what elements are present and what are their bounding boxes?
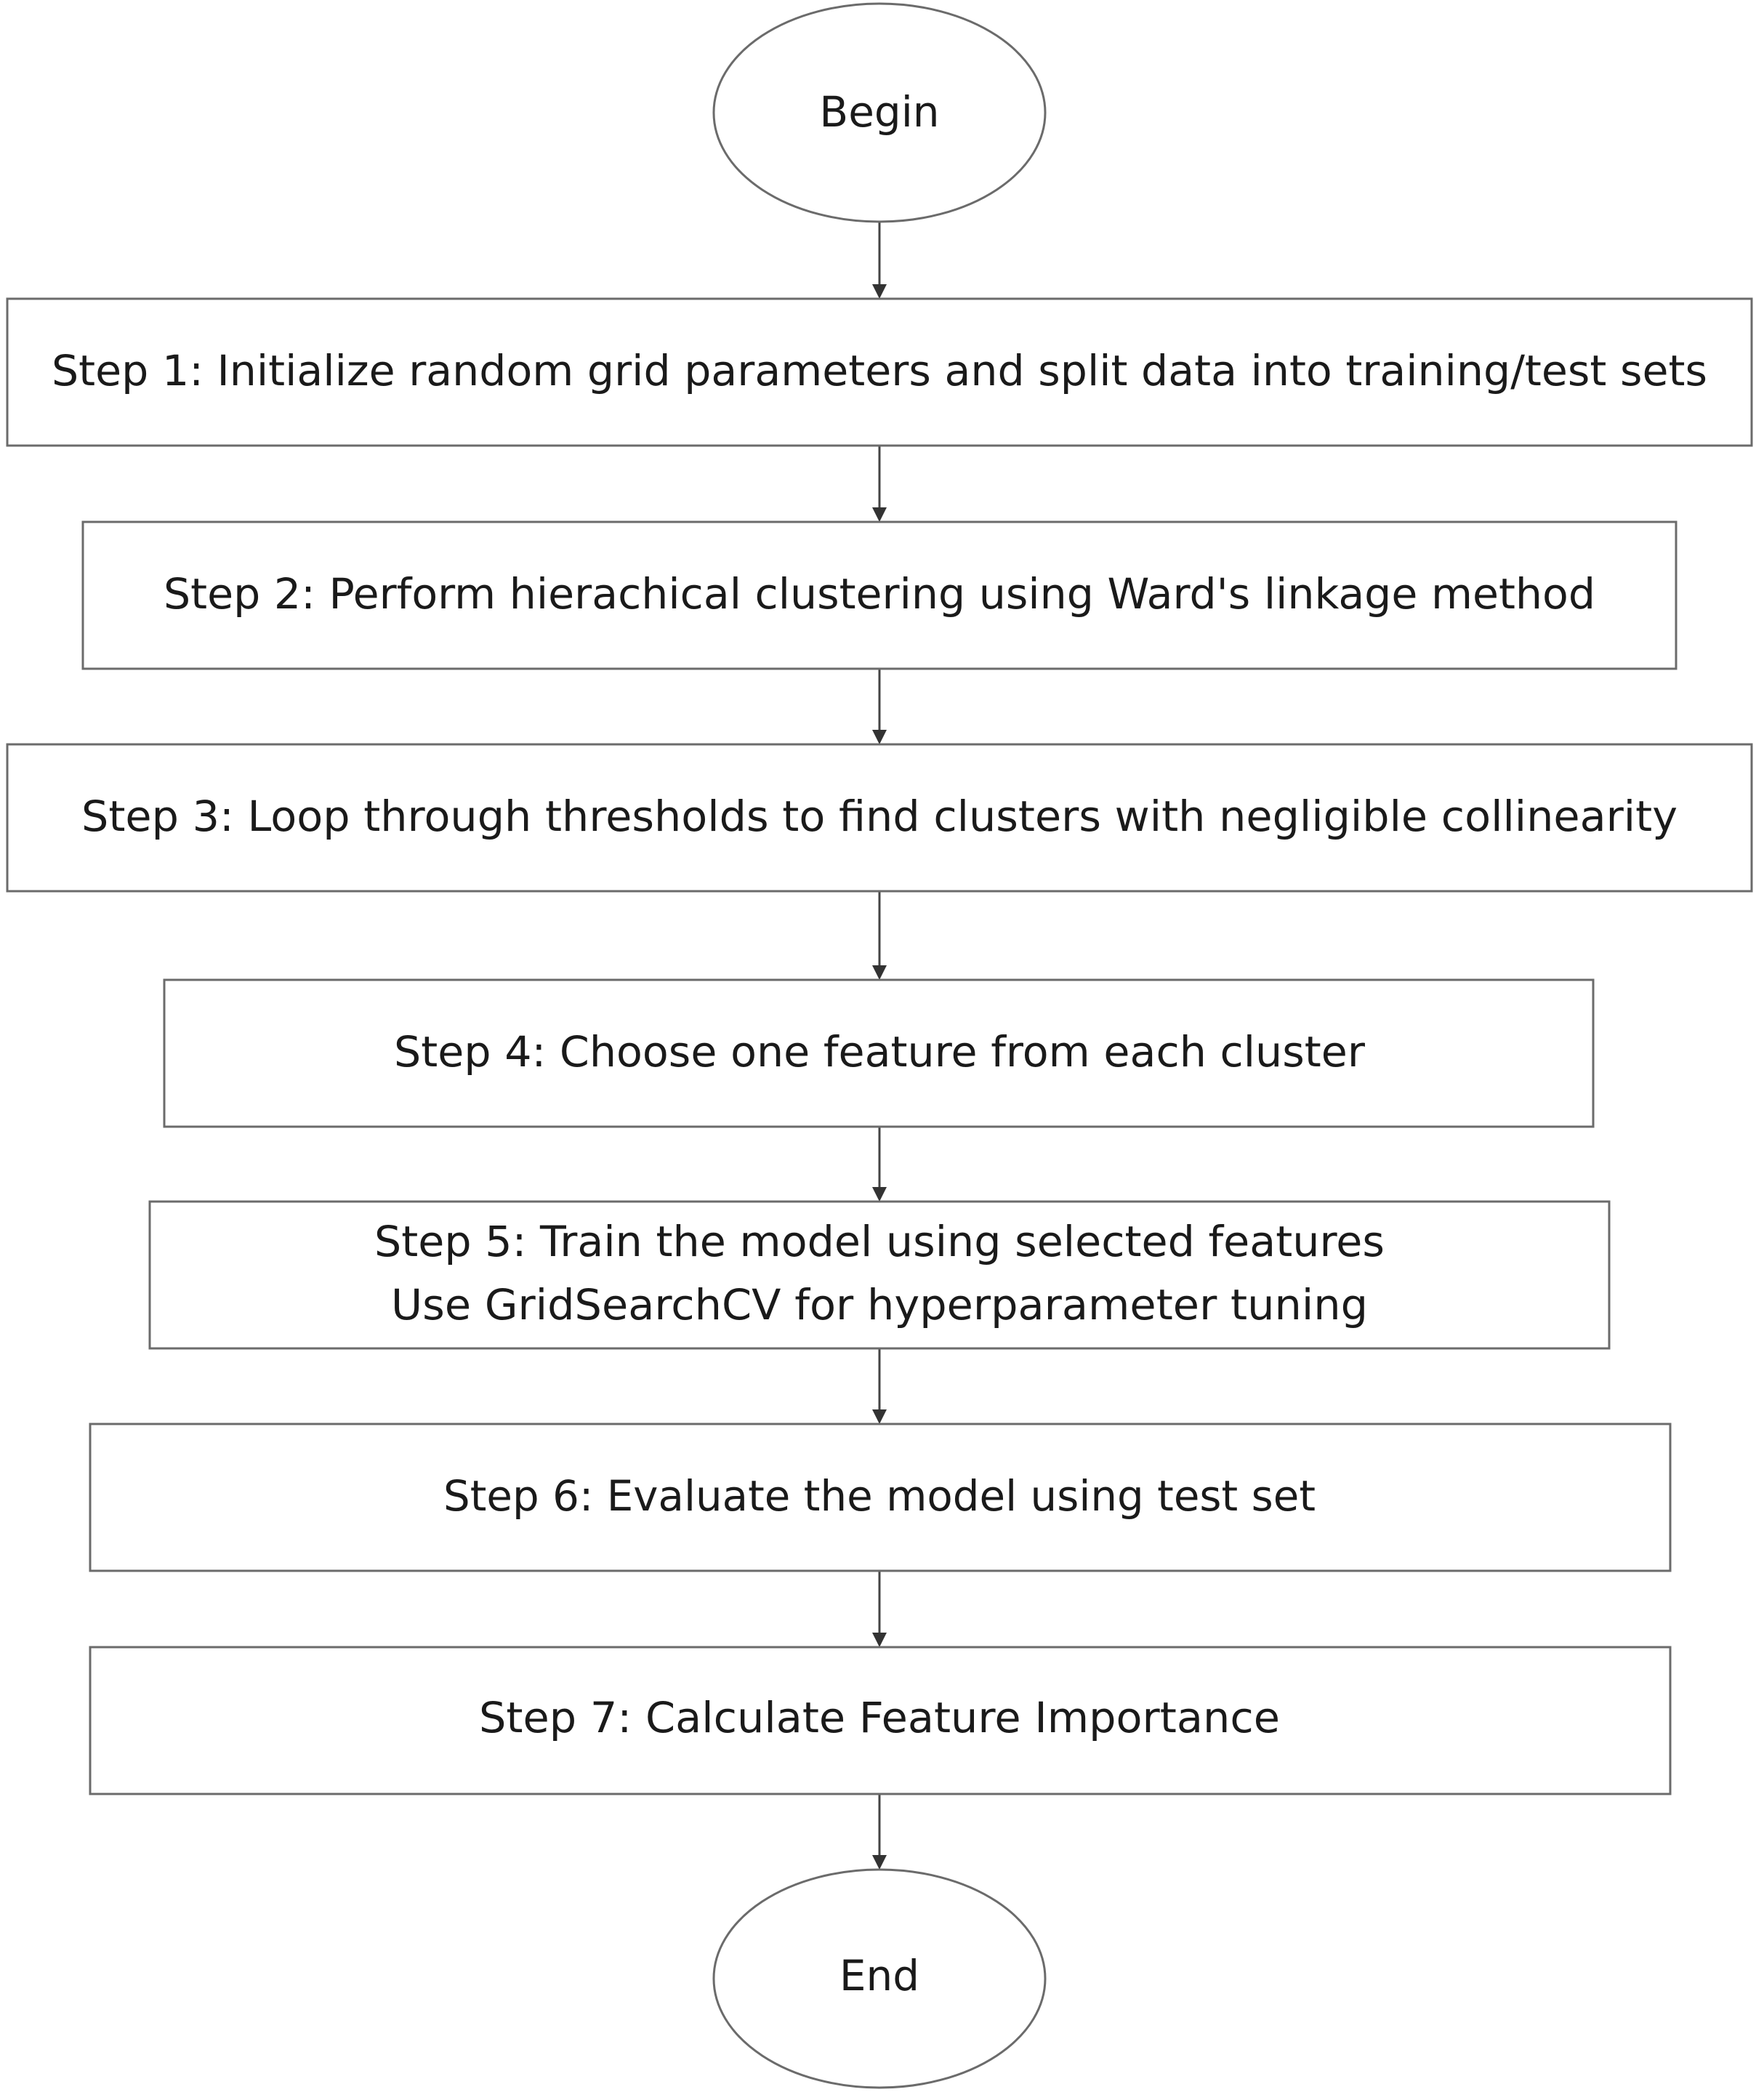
step-1-label: Step 1: Initialize random grid parameter…: [52, 346, 1707, 395]
step-7-label: Step 7: Calculate Feature Importance: [479, 1693, 1280, 1742]
step-6-label: Step 6: Evaluate the model using test se…: [443, 1471, 1316, 1521]
arrowhead-icon: [872, 1633, 887, 1647]
step-1-node: Step 1: Initialize random grid parameter…: [6, 297, 1753, 447]
arrowhead-icon: [872, 730, 887, 744]
connector-arrow-7: [872, 1571, 887, 1647]
connector-arrow-1: [872, 222, 887, 299]
arrowhead-icon: [872, 1187, 887, 1202]
step-5-label-line-1: Step 5: Train the model using selected f…: [374, 1217, 1385, 1266]
arrowhead-icon: [872, 1855, 887, 1870]
start-ellipse: [712, 2, 1047, 223]
step-7-node: Step 7: Calculate Feature Importance: [89, 1646, 1672, 1795]
connectors-layer: [872, 222, 887, 1870]
step-2-box: [81, 520, 1678, 670]
connector-arrow-6: [872, 1348, 887, 1424]
step-3-box: [6, 743, 1753, 893]
end-node: End: [712, 1868, 1047, 2089]
arrowhead-icon: [872, 1409, 887, 1424]
arrowhead-icon: [872, 507, 887, 522]
connector-arrow-8: [872, 1794, 887, 1870]
arrowhead-icon: [872, 284, 887, 299]
connector-arrow-2: [872, 446, 887, 522]
step-2-label: Step 2: Perform hierachical clustering u…: [164, 569, 1595, 619]
connector-arrow-3: [872, 669, 887, 744]
end-label: End: [839, 1951, 919, 2000]
step-3-node: Step 3: Loop through thresholds to find …: [6, 743, 1753, 893]
step-6-box: [89, 1423, 1672, 1572]
step-2-node: Step 2: Perform hierachical clustering u…: [81, 520, 1678, 670]
step-5-node: Step 5: Train the model using selected f…: [148, 1200, 1611, 1350]
step-5-label-line-2: Use GridSearchCV for hyperparameter tuni…: [391, 1280, 1368, 1329]
step-4-node: Step 4: Choose one feature from each clu…: [163, 978, 1595, 1128]
arrowhead-icon: [872, 965, 887, 980]
connector-arrow-4: [872, 891, 887, 980]
end-ellipse: [712, 1868, 1047, 2089]
connector-arrow-5: [872, 1127, 887, 1202]
step-5-box: [148, 1200, 1611, 1350]
step-3-label: Step 3: Loop through thresholds to find …: [81, 792, 1678, 841]
start-node: Begin: [712, 2, 1047, 223]
step-4-label: Step 4: Choose one feature from each clu…: [394, 1027, 1365, 1077]
step-6-node: Step 6: Evaluate the model using test se…: [89, 1423, 1672, 1572]
step-7-box: [89, 1646, 1672, 1795]
start-label: Begin: [819, 87, 939, 137]
step-1-box: [6, 297, 1753, 447]
step-4-box: [163, 978, 1595, 1128]
